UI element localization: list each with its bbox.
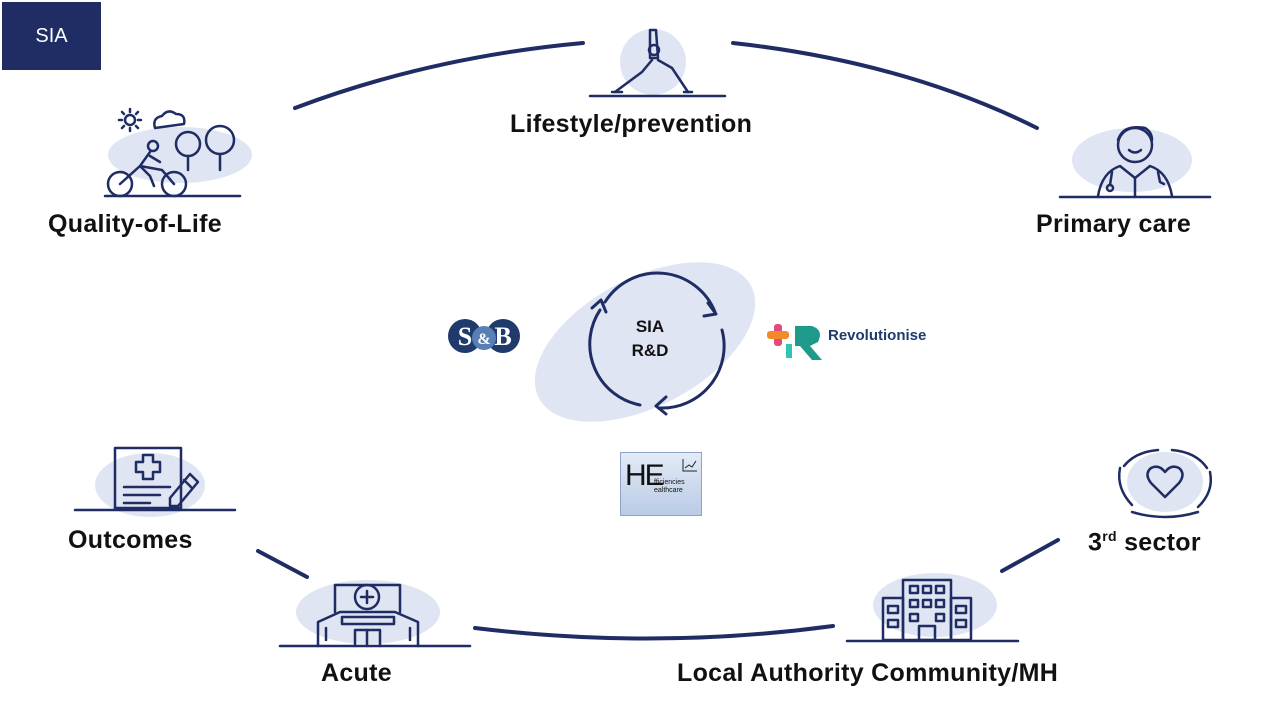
yoga-pose-icon [588, 28, 727, 98]
trend-chart-icon [682, 459, 697, 472]
cyclist-park-icon [103, 107, 252, 198]
he-logo-letters: HE [625, 459, 665, 492]
sb-letter-s: S [458, 322, 472, 351]
label-local-authority: Local Authority Community/MH [677, 659, 1059, 687]
cycle-arrows-icon [588, 271, 726, 416]
revolutionise-logo-text: Revolutionise [828, 327, 927, 344]
hands-heart-icon [1118, 448, 1212, 519]
label-outcomes: Outcomes [68, 526, 193, 554]
label-acute: Acute [321, 659, 392, 687]
arc-lifestyle-to-primary [731, 41, 1039, 130]
sb-letter-b: B [494, 322, 511, 351]
arc-outcomes-to-acute [256, 549, 309, 579]
center-line-2: R&D [631, 341, 669, 360]
third-sector-word: sector [1116, 528, 1201, 557]
third-sector-number: 3 [1088, 528, 1103, 557]
he-logo: HE fficiencies ealthcare [620, 452, 702, 516]
sun-icon [117, 107, 143, 133]
doctor-icon [1058, 126, 1212, 199]
label-third-sector: 3rd sector [1088, 528, 1201, 557]
sb-logo: S B & [448, 319, 520, 353]
sb-ampersand: & [477, 331, 490, 348]
office-building-icon [845, 573, 1020, 643]
label-quality-of-life: Quality-of-Life [48, 210, 222, 238]
label-primary-care: Primary care [1036, 210, 1192, 238]
center-label: SIA R&D [600, 315, 700, 363]
cloud-icon [153, 110, 186, 130]
arc-acute-to-local [473, 624, 835, 641]
he-logo-line-2: ealthcare [654, 487, 683, 494]
medical-report-icon [73, 446, 237, 517]
arc-quality-to-lifestyle [293, 41, 585, 110]
arc-local-to-third [1000, 538, 1060, 573]
revolutionise-logo-mark [767, 324, 822, 360]
he-logo-line-1: fficiencies [654, 479, 685, 486]
sia-badge: SIA [2, 2, 101, 70]
hospital-icon [278, 580, 472, 648]
center-backdrop [534, 262, 756, 422]
third-sector-suffix: rd [1102, 528, 1117, 544]
center-line-1: SIA [635, 317, 665, 336]
connector-arcs [256, 41, 1060, 641]
label-lifestyle: Lifestyle/prevention [510, 110, 753, 138]
